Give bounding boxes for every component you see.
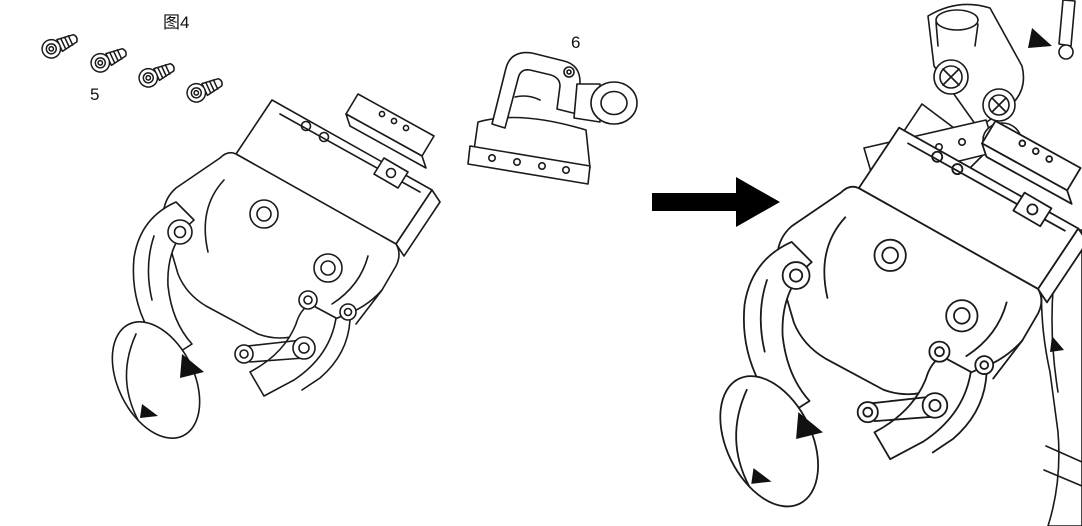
figure-caption: 图4 — [163, 13, 189, 32]
screw-icon — [135, 57, 179, 91]
part-label-bracket: 6 — [571, 33, 580, 52]
bracket-part-drawing — [467, 51, 638, 185]
gripper-exploded-drawing — [93, 93, 441, 454]
screws-group — [38, 28, 227, 106]
screw-icon — [38, 28, 82, 62]
assembly-arrow-icon — [652, 177, 780, 227]
part-label-screws: 5 — [90, 85, 99, 104]
screw-icon — [183, 72, 227, 106]
gripper-assembled-drawing — [699, 120, 1082, 524]
screw-icon — [87, 42, 131, 76]
